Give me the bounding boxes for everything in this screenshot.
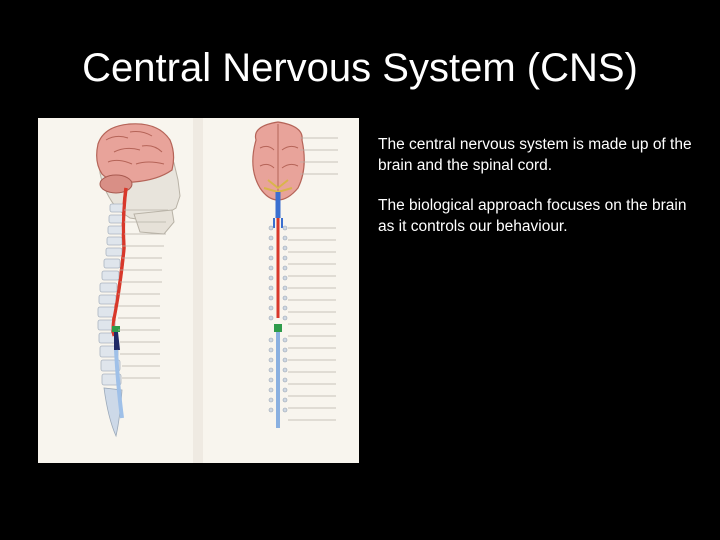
slide-body: The central nervous system is made up of… xyxy=(378,134,698,256)
back-view xyxy=(252,121,338,428)
side-view xyxy=(96,123,181,438)
paragraph-cns-definition: The central nervous system is made up of… xyxy=(378,136,692,174)
paragraph-biological-approach: The biological approach focuses on the b… xyxy=(378,197,687,235)
slide-title: Central Nervous System (CNS) xyxy=(82,46,638,90)
cns-diagram xyxy=(38,118,359,463)
cns-illustration xyxy=(38,118,359,463)
